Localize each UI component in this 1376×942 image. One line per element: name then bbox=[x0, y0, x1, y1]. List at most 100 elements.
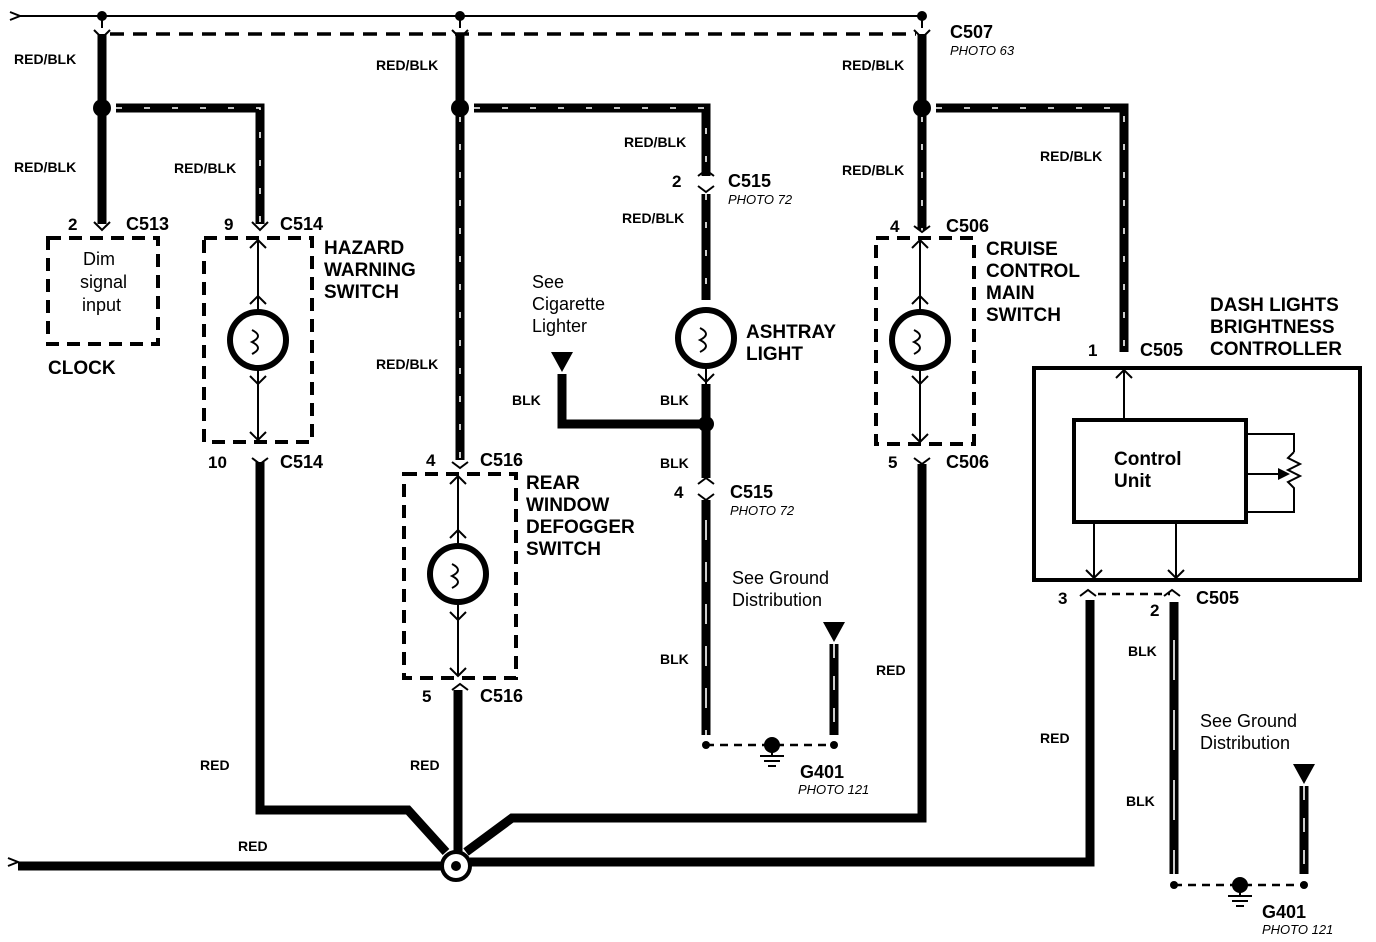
g401-ground-b bbox=[1170, 877, 1308, 907]
cigarette-note: Cigarette bbox=[532, 294, 605, 314]
c507-photo: PHOTO 63 bbox=[950, 43, 1015, 58]
wire-label: RED bbox=[410, 757, 440, 773]
wire-label: RED/BLK bbox=[842, 57, 904, 73]
ground-note: Distribution bbox=[732, 590, 822, 610]
hazard-red-wire bbox=[255, 462, 450, 856]
c506-label: C506 bbox=[946, 452, 989, 472]
ground-note: Distribution bbox=[1200, 733, 1290, 753]
c505-label: C505 bbox=[1196, 588, 1239, 608]
clock-inner-text: input bbox=[82, 295, 121, 315]
top-bus bbox=[9, 11, 927, 36]
cruise-label: MAIN bbox=[986, 283, 1035, 304]
cigarette-note: See bbox=[532, 272, 564, 292]
hazard-label: WARNING bbox=[324, 260, 416, 281]
wire-label: RED bbox=[1040, 730, 1070, 746]
c507-label: C507 bbox=[950, 22, 993, 42]
controller-red-wire bbox=[470, 600, 1095, 867]
rear-window-defogger-switch bbox=[402, 472, 518, 680]
c505-label: C505 bbox=[1140, 340, 1183, 360]
g401-ground-a bbox=[702, 737, 838, 767]
ground-note: See Ground bbox=[1200, 711, 1297, 731]
pin-number: 4 bbox=[890, 217, 900, 236]
wire-label: RED/BLK bbox=[174, 160, 236, 176]
wire-label: RED bbox=[238, 838, 268, 854]
defogger-label: WINDOW bbox=[526, 495, 609, 516]
cruise-control-main-switch bbox=[874, 236, 976, 446]
cigarette-lighter-blk bbox=[557, 374, 700, 429]
control-unit-label: Control bbox=[1114, 449, 1182, 470]
defogger-label: DEFOGGER bbox=[526, 517, 635, 538]
hazard-warning-switch bbox=[202, 236, 314, 444]
dash-lights-brightness-controller bbox=[1032, 366, 1362, 582]
dash-controller-label: BRIGHTNESS bbox=[1210, 317, 1335, 338]
wire-label: RED/BLK bbox=[842, 162, 904, 178]
ashtray-label: ASHTRAY bbox=[746, 322, 836, 343]
hazard-label: SWITCH bbox=[324, 282, 399, 303]
wire-label: BLK bbox=[660, 392, 689, 408]
labels: C507 PHOTO 63 RED/BLK RED/BLK RED/BLK RE… bbox=[14, 22, 1342, 937]
clock-inner-text: signal bbox=[80, 272, 127, 292]
wire-label: RED/BLK bbox=[376, 356, 438, 372]
g401-photo: PHOTO 121 bbox=[1262, 922, 1333, 937]
pin-number: 5 bbox=[888, 453, 897, 472]
wire-label: RED/BLK bbox=[14, 159, 76, 175]
pin-number: 3 bbox=[1058, 589, 1067, 608]
control-unit-label: Unit bbox=[1114, 471, 1152, 492]
ground-distribution-arrow-b bbox=[1293, 764, 1315, 784]
cigarette-note: Lighter bbox=[532, 316, 587, 336]
clock-component bbox=[46, 236, 160, 346]
cruise-label: CRUISE bbox=[986, 239, 1058, 260]
c515-label: C515 bbox=[730, 482, 773, 502]
c515-photo: PHOTO 72 bbox=[728, 192, 793, 207]
defogger-label: SWITCH bbox=[526, 539, 601, 560]
pin-number: 4 bbox=[674, 483, 684, 502]
clock-label: CLOCK bbox=[48, 358, 116, 379]
ground-distribution-arrow bbox=[823, 622, 845, 642]
bottom-bus bbox=[7, 850, 472, 882]
pin-number: 4 bbox=[426, 451, 436, 470]
pin-number: 1 bbox=[1088, 341, 1097, 360]
red-blk-wires bbox=[93, 34, 1129, 460]
pin-number: 9 bbox=[224, 215, 233, 234]
ground-note: See Ground bbox=[732, 568, 829, 588]
ashtray-light bbox=[675, 307, 737, 384]
clock-inner-text: Dim bbox=[83, 249, 115, 269]
wire-label: RED/BLK bbox=[14, 51, 76, 67]
cruise-label: CONTROL bbox=[986, 261, 1080, 282]
c516-label: C516 bbox=[480, 450, 523, 470]
c515-label: C515 bbox=[728, 171, 771, 191]
wire-label: RED bbox=[876, 662, 906, 678]
pin-number: 10 bbox=[208, 453, 227, 472]
wire-label: RED/BLK bbox=[622, 210, 684, 226]
hazard-label: HAZARD bbox=[324, 238, 404, 259]
dash-controller-label: DASH LIGHTS bbox=[1210, 295, 1339, 316]
pin-number: 2 bbox=[68, 215, 77, 234]
pin-number: 5 bbox=[422, 687, 431, 706]
c515-photo: PHOTO 72 bbox=[730, 503, 795, 518]
wire-label: BLK bbox=[660, 455, 689, 471]
c516-label: C516 bbox=[480, 686, 523, 706]
pin-number: 2 bbox=[672, 172, 681, 191]
connector-symbols bbox=[93, 29, 1181, 691]
cruise-label: SWITCH bbox=[986, 305, 1061, 326]
dash-controller-label: CONTROLLER bbox=[1210, 339, 1342, 360]
pin-number: 2 bbox=[1150, 601, 1159, 620]
wire-label: BLK bbox=[660, 651, 689, 667]
wire-label: RED/BLK bbox=[376, 57, 438, 73]
c506-label: C506 bbox=[946, 216, 989, 236]
wire-label: RED/BLK bbox=[1040, 148, 1102, 164]
wire-label: RED/BLK bbox=[624, 134, 686, 150]
c514-label: C514 bbox=[280, 452, 323, 472]
cruise-red-wire bbox=[463, 464, 927, 856]
g401-photo: PHOTO 121 bbox=[798, 782, 869, 797]
c513-label: C513 bbox=[126, 214, 169, 234]
defogger-label: REAR bbox=[526, 473, 580, 494]
c514-label: C514 bbox=[280, 214, 323, 234]
cigarette-lighter-arrow bbox=[551, 352, 573, 372]
ashtray-label: LIGHT bbox=[746, 344, 803, 365]
g401-label: G401 bbox=[1262, 902, 1306, 922]
wire-label: BLK bbox=[1128, 643, 1157, 659]
g401-label: G401 bbox=[800, 762, 844, 782]
wire-label: BLK bbox=[1126, 793, 1155, 809]
